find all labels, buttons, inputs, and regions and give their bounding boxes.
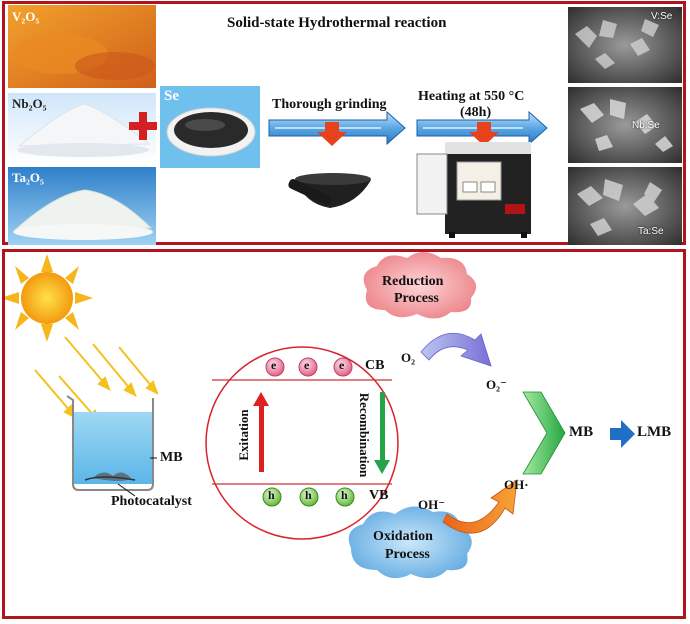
electron-label-1: e — [271, 358, 277, 372]
plus-sign — [129, 112, 157, 140]
mb-to-lmb-arrow — [610, 420, 635, 448]
se-photo — [160, 86, 260, 168]
oxidation-label-line2: Process — [385, 547, 430, 562]
product-label-tase: Ta:Se — [638, 226, 664, 237]
recombination-arrow — [374, 392, 390, 474]
sun-icon — [5, 254, 93, 342]
reduction-label-line1: Reduction — [382, 274, 444, 289]
product-label-nbse: Nb:Se — [632, 120, 660, 131]
v2o5-photo — [8, 5, 156, 88]
recombination-label: Recombination — [357, 392, 372, 478]
heating-label-line2: (48h) — [460, 105, 492, 120]
oxidation-label-line1: Oxidation — [373, 529, 433, 544]
cb-label: CB — [365, 358, 385, 373]
reduction-arrow — [420, 332, 492, 367]
beaker-mb-label: MB — [160, 450, 183, 465]
se-label: Se — [164, 88, 179, 104]
hole-1 — [262, 487, 282, 507]
photocatalyst-label: Photocatalyst — [111, 494, 192, 509]
hole-label-3: h — [341, 488, 348, 502]
vb-label: VB — [369, 488, 389, 503]
reagent-label-v2o5: V₂O₅ — [12, 9, 40, 24]
mb-label: MB — [569, 424, 594, 440]
o2-radical-label: O₂⁻ — [486, 377, 507, 392]
sem-image-nbse — [568, 87, 682, 163]
electron-2 — [298, 357, 318, 377]
oxidation-arrow — [442, 479, 518, 534]
reduction-cloud — [363, 252, 477, 319]
grinding-arrow — [268, 110, 406, 146]
heating-arrow — [416, 110, 548, 146]
grinding-label: Thorough grinding — [272, 97, 387, 112]
sem-image-vse — [568, 7, 682, 83]
green-chevron — [522, 391, 566, 475]
oh-radical-label: OH· — [504, 477, 529, 492]
ta2o5-photo — [8, 167, 156, 245]
excitation-label: Exitation — [236, 409, 251, 461]
excitation-arrow — [253, 392, 269, 472]
photocatalyst-pointer — [117, 483, 136, 497]
o2-label: O₂ — [401, 350, 416, 365]
furnace-icon — [416, 142, 531, 238]
hole-label-1: h — [268, 488, 275, 502]
photocatalysis-panel: MB Photocatalyst e e e h h h CB VB Exita… — [2, 249, 686, 619]
electron-3 — [333, 357, 353, 377]
synthesis-title: Solid-state Hydrothermal reaction — [227, 15, 447, 31]
product-label-vse: V:Se — [651, 11, 673, 22]
lmb-label: LMB — [637, 424, 672, 440]
electron-label-2: e — [304, 358, 310, 372]
heating-label-line1: Heating at 550 °C — [418, 89, 525, 104]
mortar-pestle-icon — [288, 173, 371, 208]
oxidation-cloud — [348, 506, 472, 579]
beaker-icon — [66, 395, 154, 491]
hole-3 — [335, 487, 355, 507]
hole-2 — [299, 487, 319, 507]
reagent-label-ta2o5: Ta₂O₅ — [12, 170, 44, 185]
electron-1 — [265, 357, 285, 377]
photocatalysis-graphics — [5, 252, 635, 579]
sem-image-tase — [568, 167, 682, 245]
reagent-label-nb2o5: Nb₂O₅ — [12, 96, 47, 111]
reduction-label-line2: Process — [394, 291, 439, 306]
light-rays — [34, 336, 159, 425]
synthesis-panel: Solid-state Hydrothermal reaction V₂O₅ N… — [2, 1, 686, 245]
hole-label-2: h — [305, 488, 312, 502]
electron-label-3: e — [339, 358, 345, 372]
oh-minus-label: OH⁻ — [418, 497, 446, 512]
synthesis-graphics — [8, 5, 682, 245]
